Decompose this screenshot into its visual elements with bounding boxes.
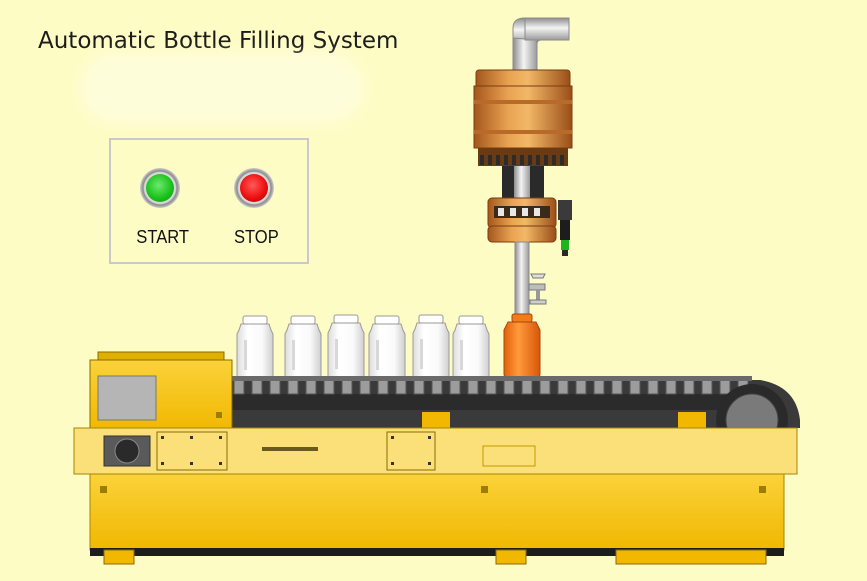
supply-pipe-horizontal <box>524 17 570 41</box>
page-title: Automatic Bottle Filling System <box>38 28 399 54</box>
stop-label: STOP <box>233 227 279 247</box>
stop-button[interactable] <box>234 168 274 208</box>
start-lamp-icon <box>146 174 174 202</box>
drive-unit <box>89 351 233 431</box>
machine-body <box>73 427 798 565</box>
valve-icon <box>528 273 547 305</box>
fill-nozzle <box>514 241 530 321</box>
title-glow <box>80 52 365 124</box>
filled-bottle <box>503 313 541 378</box>
empty-bottles <box>236 314 490 380</box>
filler-shaft <box>514 166 530 202</box>
stop-lamp-icon <box>240 174 268 202</box>
filler-head-lower <box>487 197 557 243</box>
supply-pipe-vertical <box>512 35 538 77</box>
start-label: START <box>136 227 190 247</box>
start-button[interactable] <box>140 168 180 208</box>
level-sensor-icon <box>558 200 572 256</box>
control-panel <box>109 138 309 264</box>
filler-head-upper <box>473 69 573 166</box>
